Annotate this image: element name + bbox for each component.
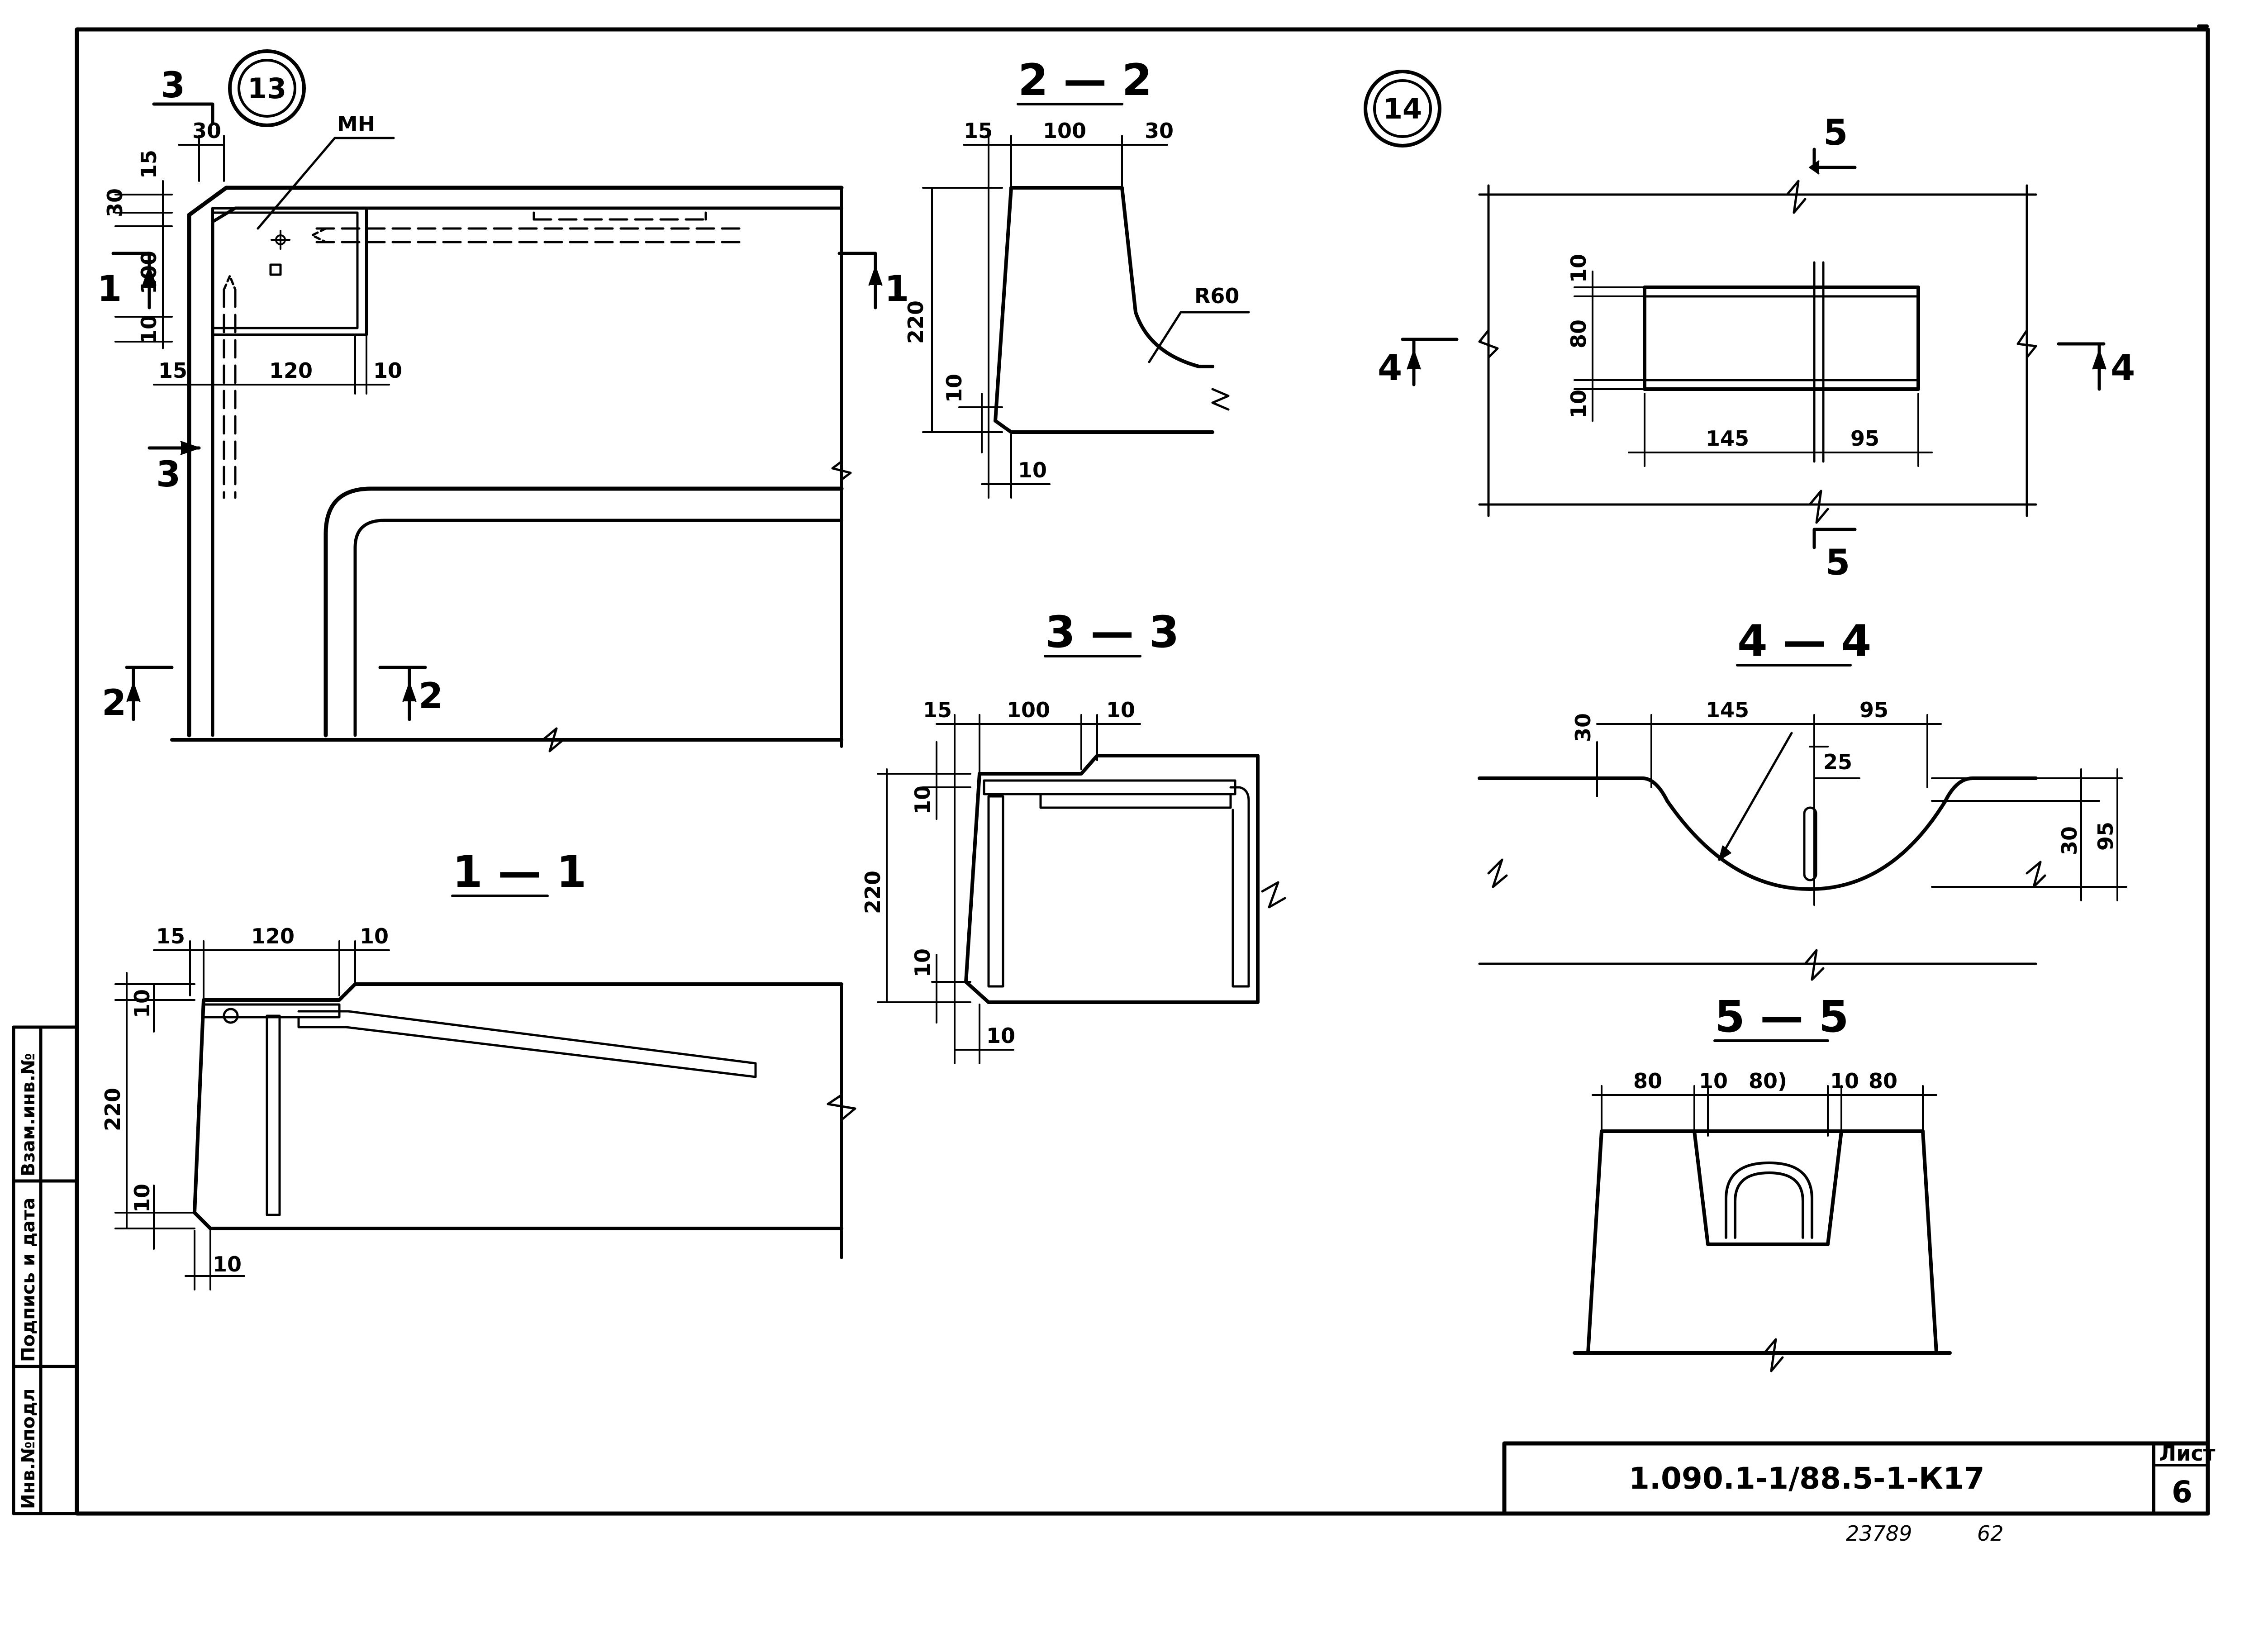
section-title-4-4: 4 — 4: [1737, 616, 1871, 667]
dim-95-s44-right: 95: [2093, 822, 2118, 851]
detail-13-number: 13: [247, 72, 286, 105]
dim-30-s22: 30: [1145, 119, 1174, 143]
dim-10-s11-top: 10: [360, 924, 389, 948]
sheet-frame: [75, 27, 2210, 1516]
cut-mark-2-left: 2: [102, 683, 126, 724]
section-title-1-1: 1 — 1: [452, 847, 586, 897]
cut-mark-5-bottom: 5: [1826, 543, 1850, 583]
dim-10-s22-vert: 10: [942, 374, 966, 403]
dim-30-s44-right: 30: [2057, 826, 2082, 855]
dim-80-s55-b: 80): [1749, 1069, 1787, 1093]
archive-number: 23789: [1846, 1521, 1912, 1546]
section-title-5-5: 5 — 5: [1715, 991, 1849, 1042]
dim-80-s55-a: 80: [1633, 1069, 1662, 1093]
dim-15-s33: 15: [923, 698, 952, 722]
dim-95-s44: 95: [1859, 698, 1888, 722]
detail-13-outer-circle: [228, 49, 306, 127]
section-4-4: [1478, 664, 2127, 981]
stamp-inv-no: Инв.№подл: [18, 1389, 39, 1509]
detail-14-outer-circle: [1364, 70, 1441, 148]
section-5-5: [1573, 1039, 1952, 1372]
detail-13-inner-circle: [238, 59, 296, 118]
sheet-number: 6: [2172, 1475, 2192, 1509]
dim-10-s11-vert: 10: [130, 989, 154, 1018]
detail-14-number: 14: [1383, 92, 1422, 125]
dim-15-plan13-vert: 15: [137, 150, 161, 179]
dim-10-s55-a: 10: [1699, 1069, 1728, 1093]
dim-30-plan13-vert: 30: [103, 188, 127, 217]
dim-95-p14: 95: [1850, 426, 1879, 451]
dim-10-s55-b: 10: [1830, 1069, 1859, 1093]
dim-145-s44: 145: [1706, 698, 1749, 722]
dim-120-s11: 120: [251, 924, 295, 948]
sheet-label: Лист: [2159, 1441, 2216, 1466]
cut-mark-2-right: 2: [418, 676, 443, 717]
dim-80-p14: 80: [1566, 319, 1591, 348]
dim-10-s22: 10: [1018, 458, 1047, 482]
stamp-sign-date: Подпись и дата: [18, 1198, 39, 1362]
dim-30-s44: 30: [1571, 713, 1595, 742]
section-title-2-2: 2 — 2: [1018, 55, 1152, 105]
dim-145-p14: 145: [1706, 426, 1749, 451]
cut-mark-1-left: 1: [97, 269, 122, 309]
drawing-code: 1.090.1-1/88.5-1-К17: [1629, 1461, 1985, 1496]
dim-100-s33: 100: [1007, 698, 1050, 722]
dim-10-plan13: 10: [373, 358, 402, 383]
dim-15-s11: 15: [156, 924, 185, 948]
detail-14-inner-circle: [1373, 79, 1432, 138]
dim-10-s33-vert: 10: [910, 786, 935, 814]
title-block: [1502, 1441, 2210, 1516]
r60-label: R60: [1194, 284, 1239, 308]
dim-10-s33-vert2: 10: [910, 948, 935, 977]
cut-mark-4-right: 4: [2111, 348, 2135, 389]
side-stamp: [12, 1025, 79, 1515]
dim-10-plan13-vert: 10: [137, 315, 161, 344]
cut-mark-3-bottom: 3: [156, 454, 181, 495]
section-3-3: [877, 655, 1286, 1064]
dim-80-s55-c: 80: [1869, 1069, 1897, 1093]
dim-10-p14-b: 10: [1566, 390, 1591, 419]
cut-mark-5-top: 5: [1823, 113, 1848, 153]
dim-10-s11-vert2: 10: [130, 1184, 154, 1213]
cut-mark-4-left: 4: [1378, 348, 1402, 389]
dim-100-plan13: 100: [137, 251, 161, 294]
dim-15-s22: 15: [964, 119, 993, 143]
cut-mark-1-right: 1: [884, 269, 909, 309]
dim-120-plan13: 120: [269, 358, 313, 383]
dim-10-s33-top: 10: [1106, 698, 1135, 722]
dim-10-s11: 10: [213, 1252, 242, 1276]
dim-220-s11: 220: [100, 1088, 125, 1131]
dim-220-s33: 220: [861, 871, 885, 914]
dim-15-plan13: 15: [158, 358, 187, 383]
section-title-3-3: 3 — 3: [1045, 607, 1179, 657]
dim-25-s44: 25: [1823, 750, 1852, 774]
detail-14-plan: [1364, 70, 2107, 549]
dim-10-p14-a: 10: [1566, 254, 1591, 283]
dim-30-plan13: 30: [192, 119, 221, 143]
stamp-vzam-inv: Взам.инв.№: [18, 1053, 39, 1176]
detail-13-plan: [111, 49, 883, 752]
dim-100-s22: 100: [1043, 119, 1086, 143]
mh-label: МН: [337, 112, 375, 136]
dim-10-s33: 10: [986, 1024, 1015, 1048]
archive-suffix: 62: [1977, 1521, 2004, 1546]
cut-mark-3-top: 3: [161, 65, 185, 106]
section-1-1: [114, 895, 856, 1290]
section-2-2: [922, 103, 1250, 499]
dim-220-s22: 220: [904, 300, 928, 344]
